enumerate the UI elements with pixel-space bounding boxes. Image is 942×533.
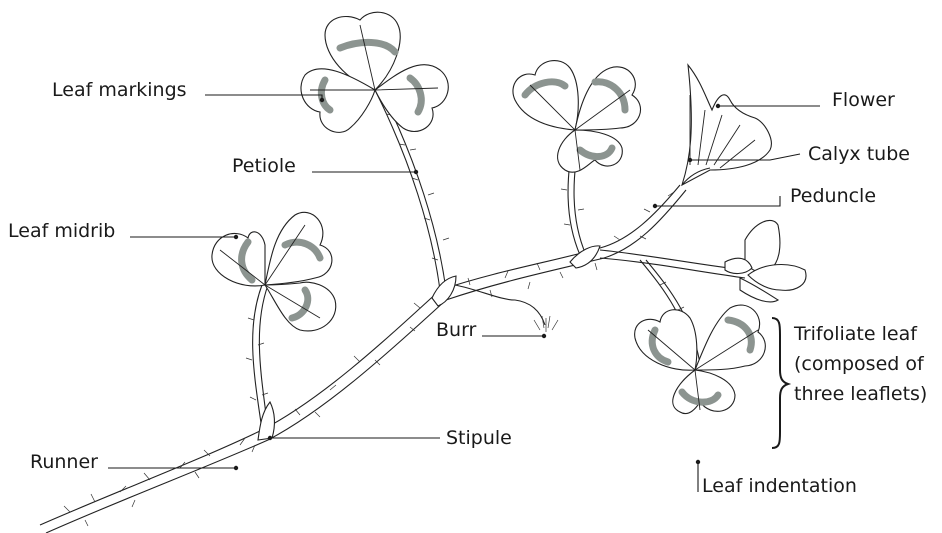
label-burr: Burr <box>436 319 477 341</box>
left-clover-leaf <box>212 212 336 430</box>
label-leaf-indentation: Leaf indentation <box>702 475 857 497</box>
label-flower: Flower <box>832 89 895 111</box>
label-runner: Runner <box>30 451 98 473</box>
stipule-upper <box>432 276 456 306</box>
label-leaf-markings: Leaf markings <box>52 79 187 101</box>
trifoliate-brace <box>772 318 788 448</box>
clover-flower <box>682 65 771 185</box>
label-petiole: Petiole <box>232 155 296 177</box>
label-stipule: Stipule <box>446 427 512 449</box>
label-leaf-midrib: Leaf midrib <box>8 220 115 242</box>
label-calyx-tube: Calyx tube <box>808 143 910 165</box>
label-trifoliate-line1: Trifoliate leaf <box>793 323 918 345</box>
label-trifoliate-line2: (composed of <box>794 353 925 375</box>
middle-clover-leaf <box>513 61 641 255</box>
label-trifoliate-line3: three leaflets) <box>794 383 927 405</box>
label-peduncle: Peduncle <box>790 185 876 207</box>
